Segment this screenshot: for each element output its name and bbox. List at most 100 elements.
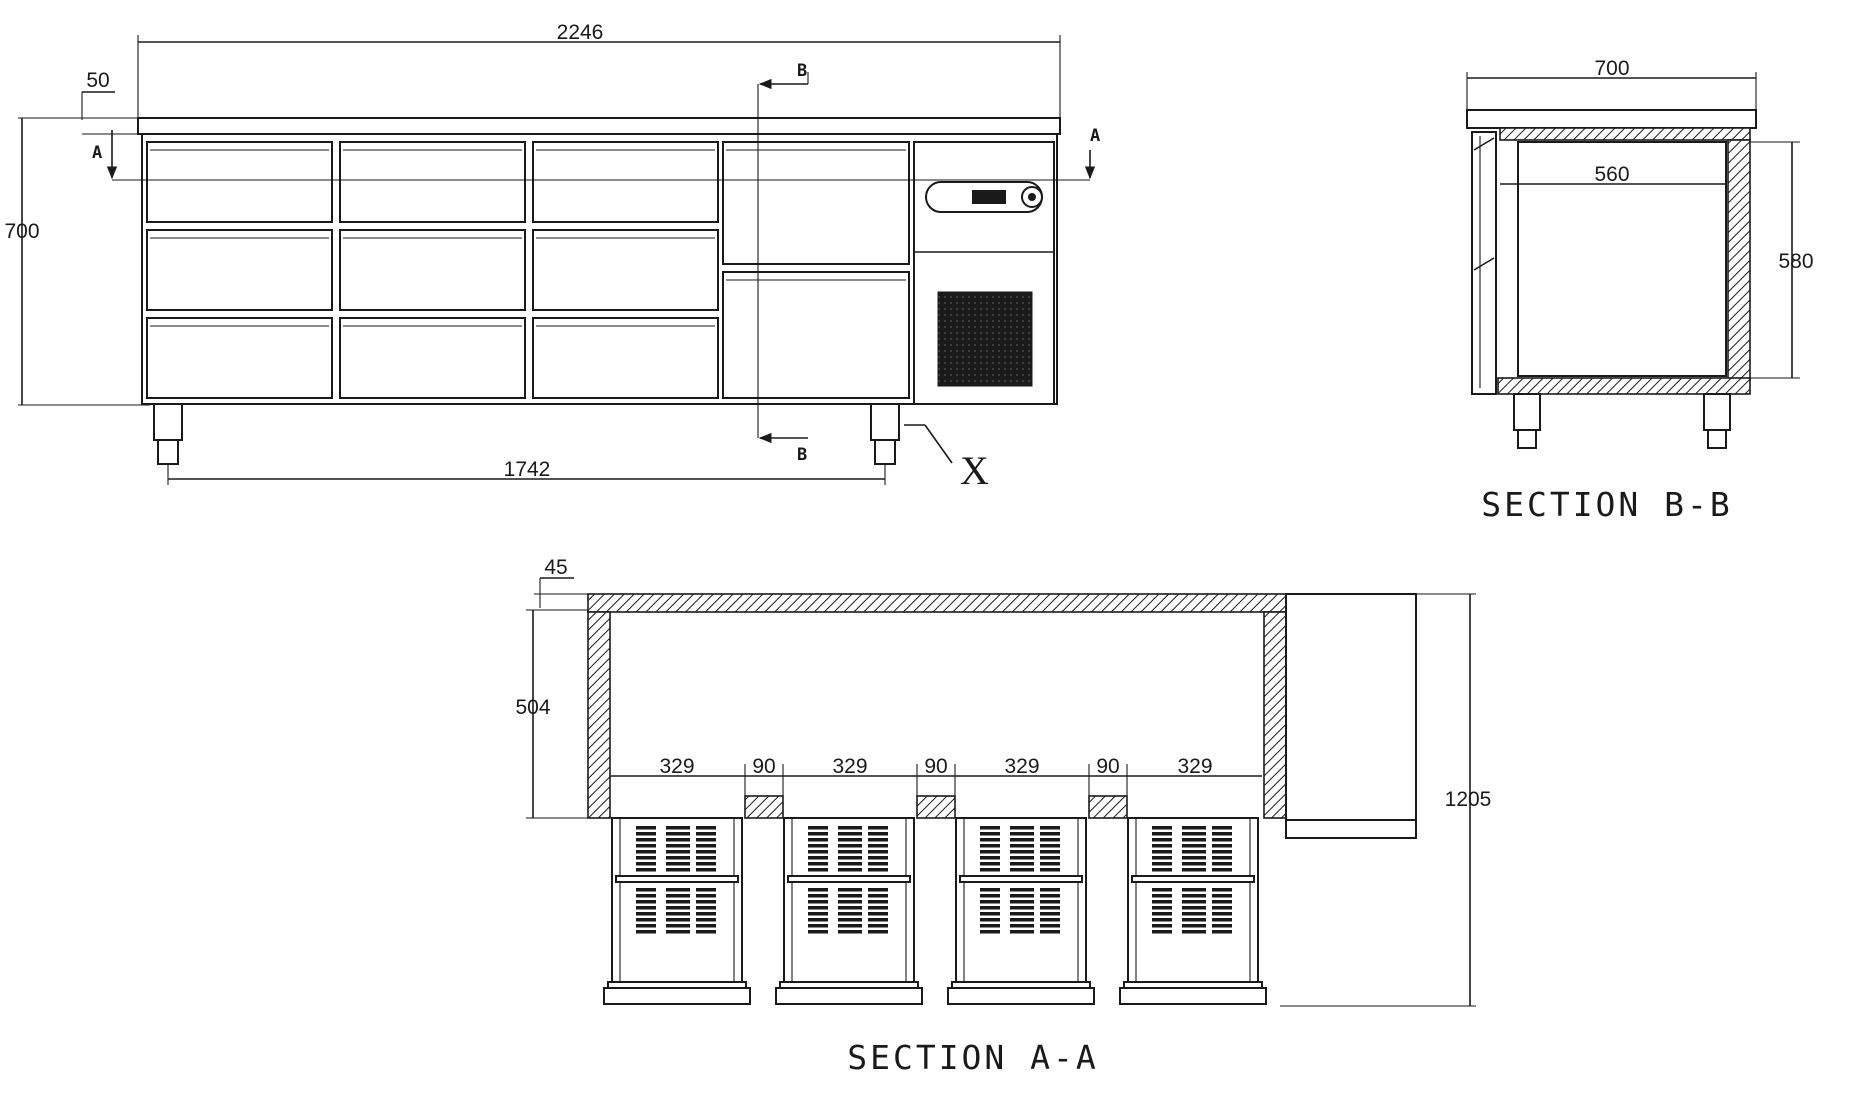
vent-slot <box>636 850 656 854</box>
vent-slot <box>868 912 888 916</box>
vent-slot <box>696 888 716 892</box>
vent-slot <box>1152 900 1172 904</box>
vent-slot <box>636 844 656 848</box>
vent-slot <box>980 906 1000 910</box>
vent-slot <box>1152 924 1172 928</box>
vent-slot <box>980 838 1000 842</box>
vent-slot <box>1212 826 1232 830</box>
vent-slot <box>808 850 828 854</box>
drawer-rail <box>1131 875 1255 883</box>
dimension-overall-width: 2246 <box>137 21 1061 120</box>
vent-slot <box>1182 826 1206 830</box>
vent-slot <box>1212 906 1232 910</box>
vent-slot <box>666 832 690 836</box>
vent-slot <box>1152 930 1172 934</box>
vent-slot <box>838 844 862 848</box>
vent-slot <box>696 826 716 830</box>
vent-slot <box>868 838 888 842</box>
dim-label-overall-width: 2246 <box>557 21 604 44</box>
back-wall <box>1727 139 1751 381</box>
vent-slot <box>838 826 862 830</box>
vent-slot <box>868 924 888 928</box>
drawer-foot <box>1119 987 1267 1005</box>
vent-slot <box>1152 894 1172 898</box>
inner-cavity <box>1517 141 1727 377</box>
vent-slot <box>868 918 888 922</box>
vent-slot <box>1010 868 1034 872</box>
vent-slot <box>808 826 828 830</box>
section-b-b-view: 700 560 580 SECTION B-B <box>1466 57 1814 524</box>
dim-label-overall-height: 700 <box>4 220 39 243</box>
vent-slot <box>838 930 862 934</box>
top-wall-a <box>587 593 1287 613</box>
dim-label-drawer-width: 329 <box>659 755 694 778</box>
top-wall <box>1499 127 1751 141</box>
vent-slot <box>980 856 1000 860</box>
section-a-a-view: 45 504 1205 <box>515 556 1491 1077</box>
vent-slot <box>1182 844 1206 848</box>
drawer <box>339 229 526 311</box>
vent-slot <box>1010 826 1034 830</box>
drawer <box>532 229 719 311</box>
vent-slot <box>808 832 828 836</box>
vent-slot <box>696 862 716 866</box>
vent-slot <box>980 868 1000 872</box>
vent-slot <box>1040 868 1060 872</box>
vent-slot <box>1010 838 1034 842</box>
vent-slot <box>1010 832 1034 836</box>
drawer <box>339 317 526 399</box>
vent-slot <box>696 850 716 854</box>
countertop <box>137 117 1061 135</box>
vent-slot <box>1010 894 1034 898</box>
drawer-rail <box>615 875 739 883</box>
vent-slot <box>1152 826 1172 830</box>
vent-slot <box>1152 906 1172 910</box>
vent-slot <box>868 930 888 934</box>
vent-slot <box>636 894 656 898</box>
dim-label-top-thickness: 50 <box>86 69 109 92</box>
vent-slot <box>838 906 862 910</box>
vent-slot <box>1182 930 1206 934</box>
vent-slot <box>980 918 1000 922</box>
vent-slot <box>838 918 862 922</box>
drawer-rail <box>787 875 911 883</box>
vent-slot <box>1212 850 1232 854</box>
vent-slot <box>1212 844 1232 848</box>
front-door <box>1471 131 1497 395</box>
vent-slot <box>1182 850 1206 854</box>
vent-slot <box>636 918 656 922</box>
drawer-foot <box>775 987 923 1005</box>
vent-slot <box>666 850 690 854</box>
ventilation-grille <box>937 291 1033 387</box>
vent-slot <box>666 826 690 830</box>
vent-slot <box>808 912 828 916</box>
section-b-countertop <box>1466 109 1757 129</box>
vent-slot <box>636 856 656 860</box>
vent-slot <box>696 868 716 872</box>
vent-slot <box>838 856 862 860</box>
dim-label-inner-height: 580 <box>1778 250 1813 273</box>
vent-slot <box>1212 888 1232 892</box>
vent-slot <box>666 900 690 904</box>
drawer <box>146 229 333 311</box>
vent-slot <box>666 888 690 892</box>
front-view: 2246 50 700 <box>4 21 1100 493</box>
vent-slot <box>1152 918 1172 922</box>
vent-slot <box>636 862 656 866</box>
vent-slot <box>1040 894 1060 898</box>
vent-slot <box>1212 900 1232 904</box>
vent-slot <box>808 862 828 866</box>
section-marker-b-bottom: B <box>797 445 807 465</box>
vent-slot <box>808 918 828 922</box>
vent-slot <box>666 918 690 922</box>
vent-slot <box>808 888 828 892</box>
drawer-grid <box>146 141 719 399</box>
vent-slot <box>808 894 828 898</box>
dim-label-drawer-width: 329 <box>1177 755 1212 778</box>
left-wall-a <box>587 611 611 819</box>
vent-slot <box>808 900 828 904</box>
vent-slot <box>666 924 690 928</box>
vent-slot <box>1212 868 1232 872</box>
vent-slot <box>1152 862 1172 866</box>
vent-slot <box>980 888 1000 892</box>
